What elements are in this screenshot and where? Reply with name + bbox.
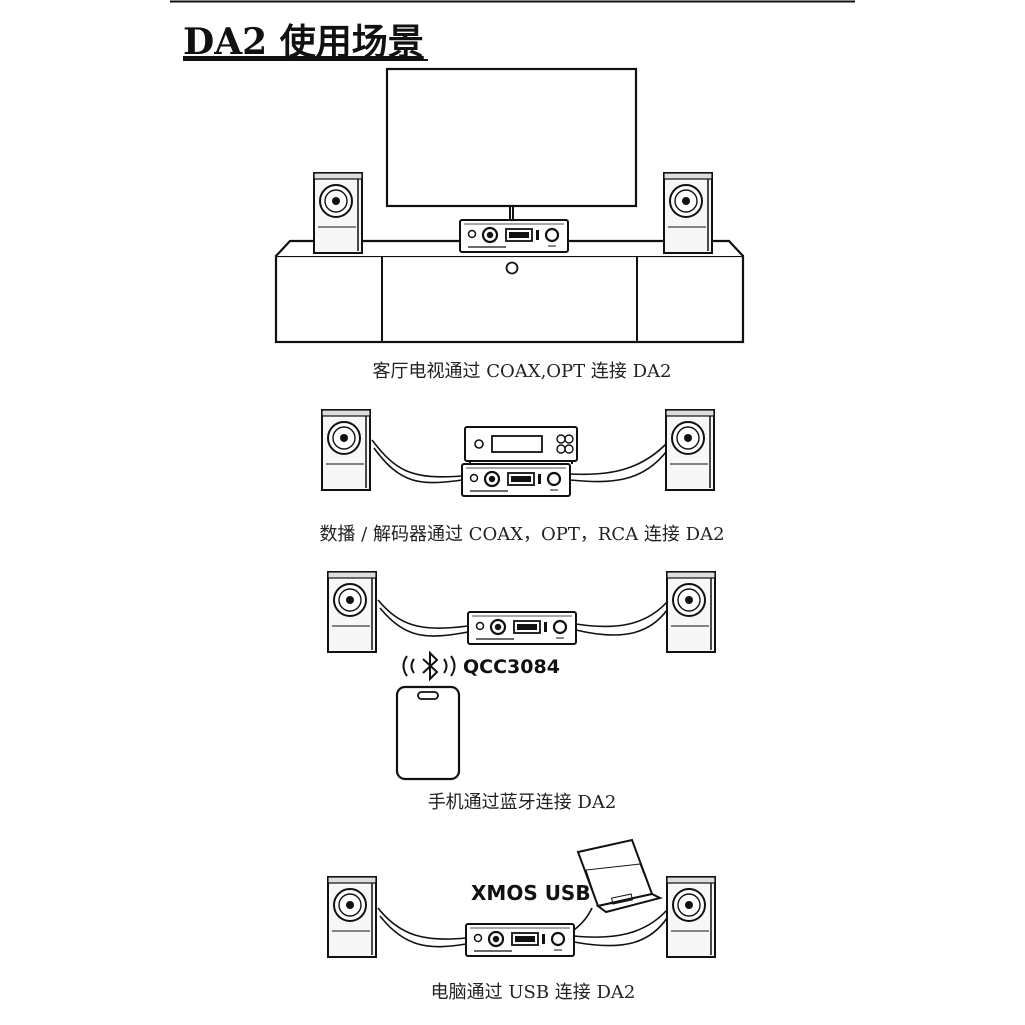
tv-icon <box>385 67 638 221</box>
scene-computer-usb: XMOS USB 电脑通过 USB 连接 DA2 <box>327 838 716 1003</box>
scene-network-player: 数播 / 解码器通过 COAX，OPT，RCA 连接 DA2 <box>319 409 725 545</box>
scene-caption-4: 电脑通过 USB 连接 DA2 <box>431 982 636 1003</box>
speaker-icon <box>665 409 715 491</box>
network-player-icon <box>464 426 578 464</box>
page-title: DA2 使用场景 <box>183 21 424 63</box>
da2-device-icon <box>458 218 570 254</box>
scene-living-room: 客厅电视通过 COAX,OPT 连接 DA2 <box>274 67 745 382</box>
scene-caption-3: 手机通过蓝牙连接 DA2 <box>428 792 617 813</box>
speaker-icon <box>327 876 377 958</box>
speaker-icon <box>666 876 716 958</box>
phone-icon <box>395 685 461 781</box>
bluetooth-chip-label: QCC3084 <box>463 656 560 678</box>
da2-device-icon <box>464 922 576 958</box>
da2-device-icon <box>466 610 578 646</box>
laptop-icon <box>576 838 663 914</box>
speaker-icon <box>313 172 363 254</box>
bluetooth-icon <box>402 650 456 682</box>
speaker-icon <box>666 571 716 653</box>
usb-chip-label: XMOS USB <box>471 881 591 905</box>
speaker-icon <box>321 409 371 491</box>
scene-caption-1: 客厅电视通过 COAX,OPT 连接 DA2 <box>373 361 672 382</box>
tv-cabinet-icon <box>274 239 745 344</box>
scene-caption-2: 数播 / 解码器通过 COAX，OPT，RCA 连接 DA2 <box>319 524 724 545</box>
speaker-icon <box>327 571 377 653</box>
da2-device-icon <box>460 462 572 498</box>
speaker-icon <box>663 172 713 254</box>
scene-phone-bluetooth: QCC3084 手机通过蓝牙连接 DA2 <box>327 571 716 813</box>
